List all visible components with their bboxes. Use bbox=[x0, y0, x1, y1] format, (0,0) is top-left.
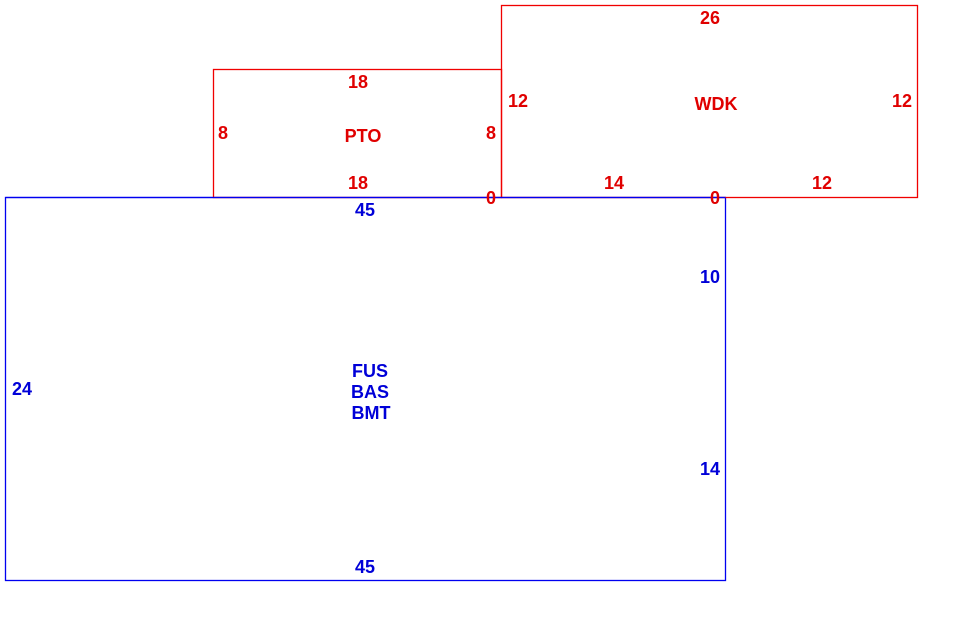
pto-top-dim: 18 bbox=[348, 72, 368, 92]
pto-left-dim: 8 bbox=[218, 123, 228, 143]
wdk-right-dim: 12 bbox=[892, 91, 912, 111]
pto-bottom-dim: 18 bbox=[348, 173, 368, 193]
base-label-fus: FUS bbox=[352, 361, 388, 381]
base-label-bas: BAS bbox=[351, 382, 389, 402]
base-right-lower-dim: 14 bbox=[700, 459, 720, 479]
pto-right-dim: 8 bbox=[486, 123, 496, 143]
base-label-bmt: BMT bbox=[352, 403, 391, 423]
base-top-dim: 45 bbox=[355, 200, 375, 220]
wdk-left-dim: 12 bbox=[508, 91, 528, 111]
wdk-zero-right: 0 bbox=[710, 188, 720, 208]
base-left-dim: 24 bbox=[12, 379, 32, 399]
wdk-zero-left: 0 bbox=[486, 188, 496, 208]
base-right-upper-dim: 10 bbox=[700, 267, 720, 287]
wdk-top-dim: 26 bbox=[700, 8, 720, 28]
wdk-bottom-left-dim: 14 bbox=[604, 173, 624, 193]
wdk-label: WDK bbox=[695, 94, 738, 114]
base-bottom-dim: 45 bbox=[355, 557, 375, 577]
pto-label: PTO bbox=[345, 126, 382, 146]
wdk-bottom-right-dim: 12 bbox=[812, 173, 832, 193]
